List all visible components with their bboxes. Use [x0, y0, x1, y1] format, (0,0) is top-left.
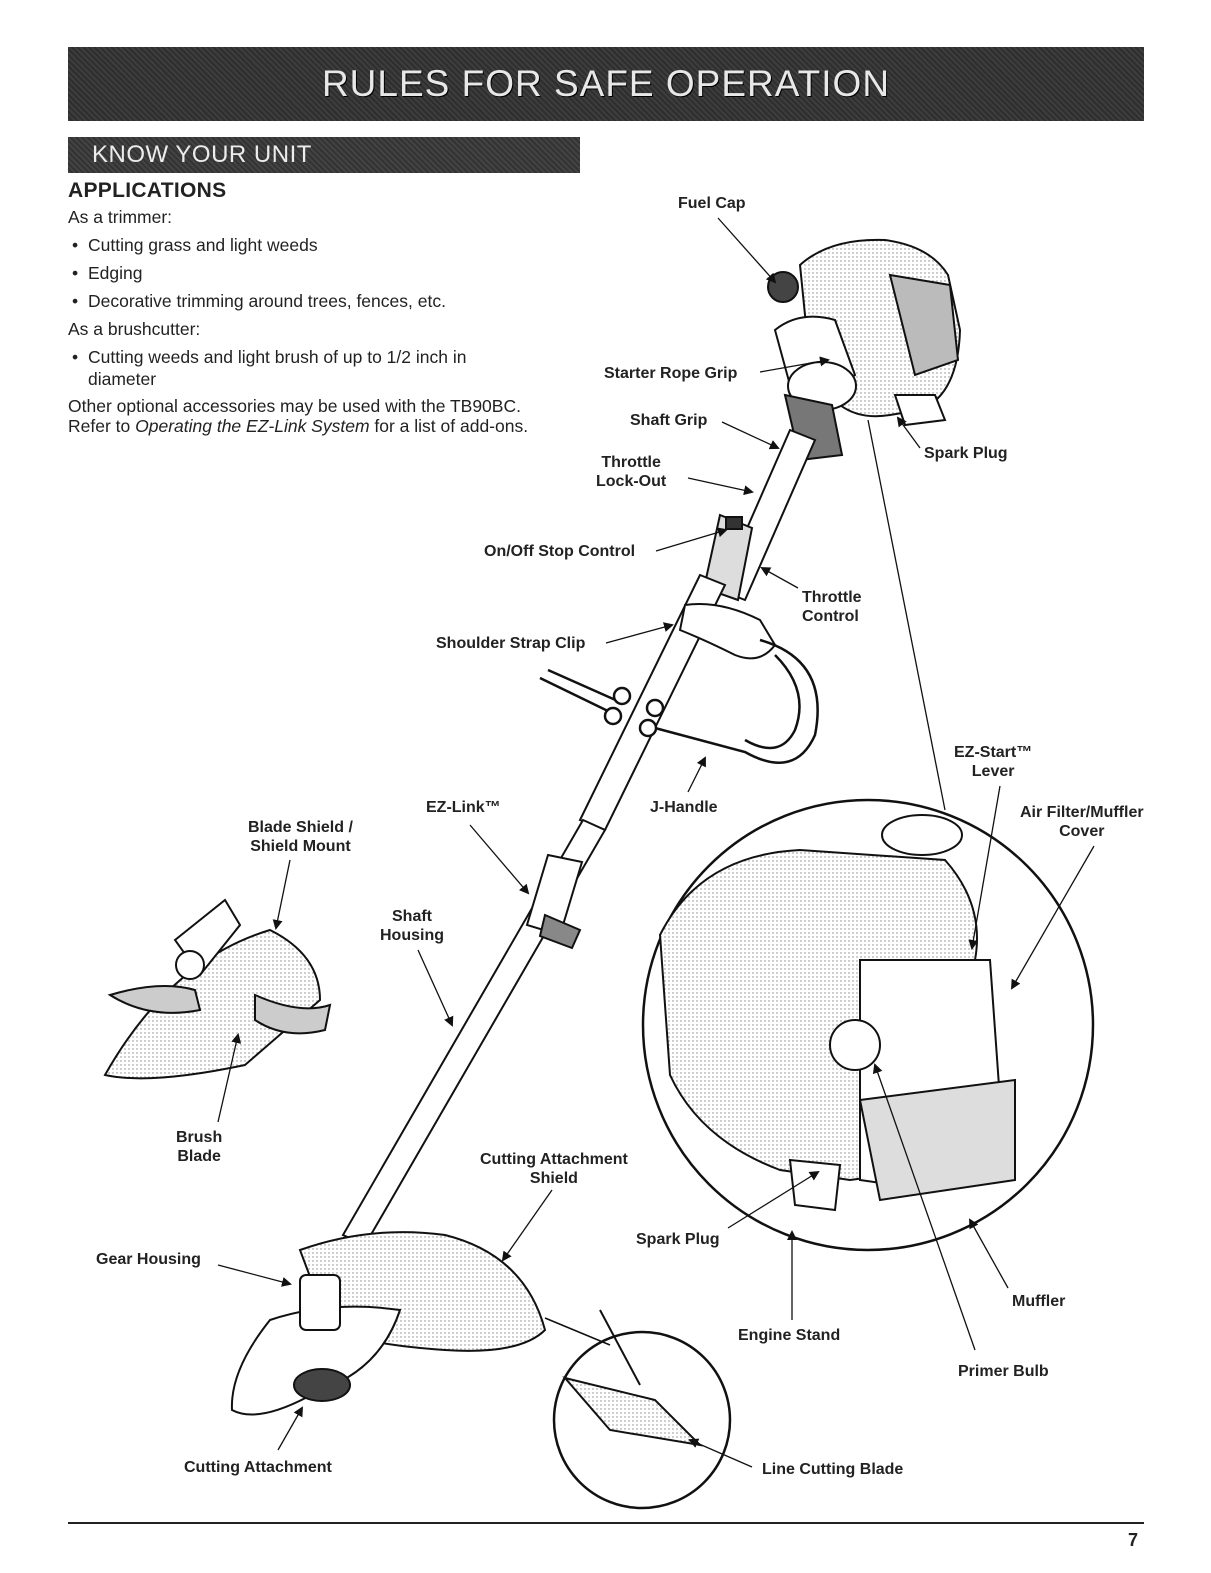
label-line: Lock-Out — [596, 473, 667, 490]
trimmer-intro: As a trimmer: — [68, 207, 173, 227]
label-blade-shield-mount: Blade Shield / Shield Mount — [248, 818, 353, 856]
page-title: RULES FOR SAFE OPERATION — [321, 63, 891, 104]
leader-lines — [217, 217, 1095, 1468]
label-line: Shield — [529, 1170, 578, 1187]
j-handle-drawing — [539, 638, 819, 764]
label-line: Air Filter/Muffler — [1020, 804, 1144, 821]
trimmer-list: Cutting grass and light weeds Edging Dec… — [68, 234, 568, 312]
accessories-reference: Operating the EZ-Link System — [135, 416, 370, 436]
powerhead-drawing — [767, 238, 962, 462]
label-line: Shield Mount — [250, 838, 351, 855]
label-line: Control — [802, 608, 859, 625]
label-ez-start-lever: EZ-Start™ Lever — [954, 743, 1032, 781]
label-engine-stand: Engine Stand — [738, 1327, 841, 1344]
footer-rule — [68, 1522, 1144, 1524]
applications-section: APPLICATIONS As a trimmer: Cutting grass… — [68, 179, 568, 437]
label-shaft-housing: Shaft Housing — [380, 907, 444, 945]
label-ez-link: EZ-Link™ — [426, 799, 501, 816]
label-primer-bulb: Primer Bulb — [958, 1363, 1049, 1380]
upper-shaft-drawing — [578, 428, 817, 832]
list-item: Cutting grass and light weeds — [68, 234, 568, 256]
label-cutting-attachment-shield: Cutting Attachment Shield — [480, 1150, 628, 1188]
label-line: Cover — [1059, 823, 1105, 840]
accessories-text: for a list of add-ons. — [369, 416, 529, 436]
label-line: Brush — [176, 1129, 223, 1146]
section-title: KNOW YOUR UNIT — [92, 141, 312, 168]
label-line: Blade — [177, 1148, 221, 1165]
label-line: Throttle — [802, 589, 862, 606]
list-item: Edging — [68, 262, 568, 284]
label-line: EZ-Start™ — [954, 744, 1033, 761]
brush-blade-drawing — [103, 898, 332, 1080]
label-shaft-grip: Shaft Grip — [630, 412, 708, 429]
label-line: Housing — [380, 927, 444, 944]
cutting-head-drawing — [230, 1231, 547, 1416]
page-number: 7 — [1128, 1530, 1139, 1550]
label-line: Shaft — [392, 908, 432, 925]
label-air-filter-muffler-cover: Air Filter/Muffler Cover — [1020, 803, 1144, 841]
brushcutter-intro: As a brushcutter: — [68, 319, 201, 339]
label-throttle-lock-out: Throttle Lock-Out — [596, 453, 666, 491]
accessories-text: Other optional accessories may be used w… — [68, 396, 521, 436]
label-brush-blade: Brush Blade — [176, 1128, 222, 1166]
label-line: Throttle — [601, 454, 661, 471]
label-j-handle: J-Handle — [650, 799, 718, 816]
line-cutting-blade-drawing — [544, 1309, 732, 1510]
lower-shaft-drawing — [341, 818, 607, 1247]
list-item: Decorative trimming around trees, fences… — [68, 290, 568, 312]
label-line: Cutting Attachment — [480, 1151, 628, 1168]
applications-heading: APPLICATIONS — [68, 179, 227, 202]
label-cutting-attachment: Cutting Attachment — [184, 1459, 332, 1476]
label-starter-rope-grip: Starter Rope Grip — [604, 365, 738, 382]
label-on-off-stop-control: On/Off Stop Control — [484, 543, 636, 560]
label-fuel-cap: Fuel Cap — [678, 195, 746, 212]
header-banner: RULES FOR SAFE OPERATION — [68, 47, 1144, 121]
label-spark-plug-bottom: Spark Plug — [636, 1231, 720, 1248]
brushcutter-list: Cutting weeds and light brush of up to 1… — [68, 346, 568, 390]
label-line: Blade Shield / — [248, 819, 353, 836]
label-throttle-control: Throttle Control — [802, 588, 862, 626]
section-banner: KNOW YOUR UNIT — [68, 137, 580, 173]
engine-detail-drawing — [641, 798, 1095, 1252]
list-item: Cutting weeds and light brush of up to 1… — [68, 346, 528, 390]
label-line-cutting-blade: Line Cutting Blade — [762, 1461, 904, 1478]
accessories-paragraph: Other optional accessories may be used w… — [68, 396, 538, 436]
label-gear-housing: Gear Housing — [96, 1251, 201, 1268]
label-line: Lever — [971, 763, 1015, 780]
label-spark-plug-top: Spark Plug — [924, 445, 1008, 462]
label-muffler: Muffler — [1012, 1293, 1066, 1310]
label-shoulder-strap-clip: Shoulder Strap Clip — [436, 635, 586, 652]
